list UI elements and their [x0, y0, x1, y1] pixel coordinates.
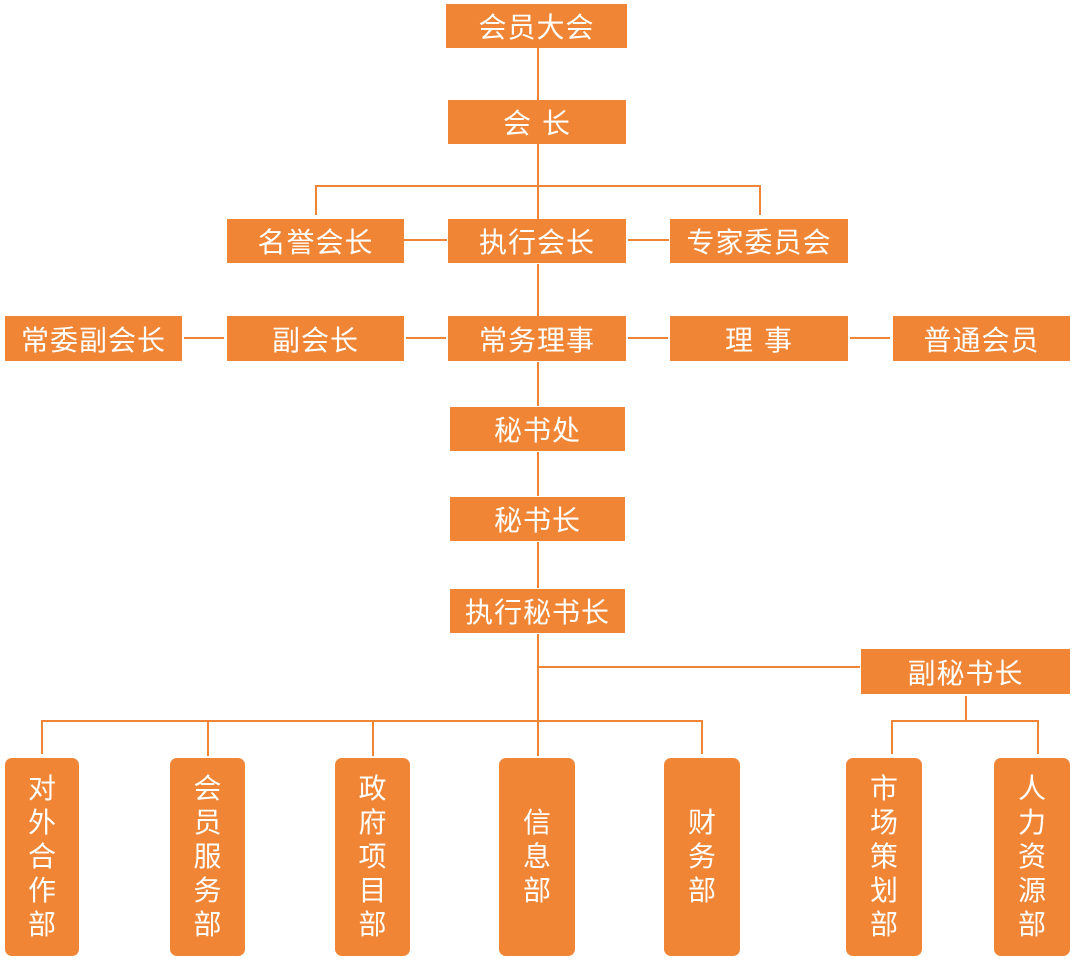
dept-marketing-planning: 市场策划部	[846, 758, 922, 956]
dept-finance: 财务部	[664, 758, 740, 956]
node-secretariat: 秘书处	[450, 407, 625, 451]
node-honorary-president: 名誉会长	[227, 219, 404, 263]
node-executive-president: 执行会长	[448, 219, 626, 263]
dept-member-services: 会员服务部	[170, 758, 245, 956]
node-ordinary-member: 普通会员	[893, 316, 1070, 361]
dept-label: 市场策划部	[870, 772, 899, 941]
dept-government-projects: 政府项目部	[335, 758, 410, 956]
dept-human-resources: 人力资源部	[994, 758, 1070, 956]
dept-label: 财务部	[688, 806, 717, 907]
node-standing-vice-president: 常委副会长	[5, 316, 182, 361]
node-secretary-general: 秘书长	[450, 497, 625, 541]
node-expert-committee: 专家委员会	[670, 219, 848, 263]
dept-label: 信息部	[523, 806, 552, 907]
connector-president-bracket	[315, 185, 761, 215]
node-executive-secretary-general: 执行秘书长	[450, 589, 625, 633]
node-standing-director: 常务理事	[448, 316, 626, 361]
dept-label: 人力资源部	[1018, 772, 1047, 941]
dept-information: 信息部	[499, 758, 575, 956]
dept-label: 会员服务部	[193, 772, 222, 941]
dept-label: 政府项目部	[358, 772, 387, 941]
node-assembly: 会员大会	[446, 4, 627, 48]
node-director: 理 事	[670, 316, 848, 361]
node-deputy-secretary-general: 副秘书长	[861, 649, 1070, 694]
dept-external-cooperation: 对外合作部	[5, 758, 79, 956]
dept-label: 对外合作部	[28, 772, 57, 941]
node-vice-president: 副会长	[227, 316, 404, 361]
connector-deputy-bracket	[891, 720, 1039, 754]
node-president: 会 长	[448, 100, 626, 144]
